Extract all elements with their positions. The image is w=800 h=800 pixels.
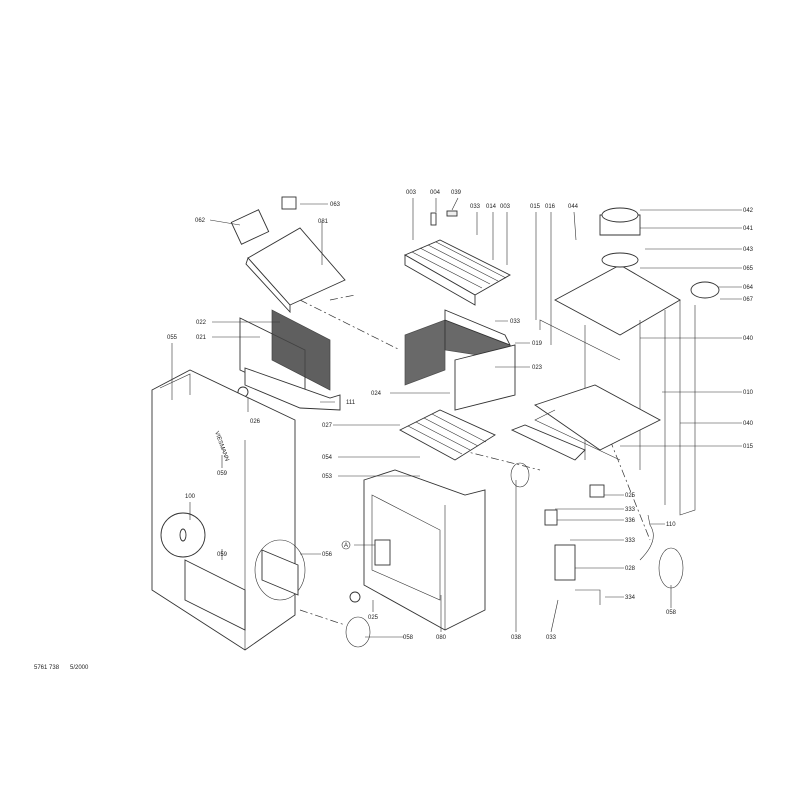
part-label: 015 bbox=[743, 444, 754, 450]
boiler-frame-010 bbox=[534, 207, 720, 516]
part-label: 059 bbox=[217, 471, 228, 477]
part-label: 021 bbox=[196, 335, 207, 341]
part-label: 027 bbox=[322, 423, 333, 429]
part-label: 033 bbox=[510, 319, 521, 325]
part-label: 058 bbox=[666, 610, 677, 616]
part-label: 010 bbox=[743, 390, 754, 396]
part-label: 040 bbox=[743, 421, 754, 427]
part-label: 059 bbox=[217, 552, 228, 558]
part-label: 028 bbox=[625, 566, 636, 572]
part-label: 054 bbox=[322, 455, 333, 461]
part-label: 336 bbox=[625, 518, 636, 524]
part-label: 022 bbox=[196, 320, 207, 326]
part-label: 039 bbox=[451, 190, 462, 196]
heat-exchanger-014 bbox=[403, 210, 511, 306]
part-label: 023 bbox=[532, 365, 543, 371]
part-label: 042 bbox=[743, 208, 754, 214]
part-label: 100 bbox=[185, 494, 196, 500]
part-label: 044 bbox=[568, 204, 579, 210]
part-label: 026 bbox=[250, 419, 261, 425]
part-label: 058 bbox=[403, 635, 414, 641]
assembly-line bbox=[299, 294, 401, 351]
part-label: 040 bbox=[743, 336, 754, 342]
document-number: 5761 738 bbox=[34, 665, 60, 671]
part-label: 038 bbox=[511, 635, 522, 641]
part-label: 334 bbox=[625, 595, 636, 601]
marker-a: A bbox=[344, 543, 348, 549]
part-label: 111 bbox=[346, 400, 356, 406]
part-label: 063 bbox=[330, 202, 341, 208]
part-label: 065 bbox=[743, 266, 754, 272]
part-labels: 063 062 081 022 021 055 111 026 027 003 … bbox=[167, 190, 754, 641]
part-label: 016 bbox=[545, 204, 556, 210]
part-label: 024 bbox=[371, 391, 382, 397]
part-label: 041 bbox=[743, 226, 754, 232]
part-label: 025 bbox=[368, 615, 379, 621]
part-label: 003 bbox=[500, 204, 511, 210]
part-label: 019 bbox=[532, 341, 543, 347]
part-label: 333 bbox=[625, 538, 636, 544]
marker-a-circle bbox=[341, 540, 351, 550]
part-label: 064 bbox=[743, 285, 754, 291]
combustion-chamber-021 bbox=[237, 309, 341, 411]
flue-hood-081 bbox=[230, 196, 346, 314]
part-label: 004 bbox=[430, 190, 441, 196]
part-label: 033 bbox=[470, 204, 481, 210]
part-label: 080 bbox=[436, 635, 447, 641]
inspection-window-056 bbox=[254, 539, 306, 601]
chamber-024 bbox=[404, 309, 516, 411]
part-label: 081 bbox=[318, 219, 329, 225]
front-casing-055: VIESMANN bbox=[151, 369, 296, 651]
part-label: 062 bbox=[195, 218, 206, 224]
part-label: 110 bbox=[666, 522, 676, 528]
part-label: 043 bbox=[743, 247, 754, 253]
part-label: 053 bbox=[322, 474, 333, 480]
gas-valve-028 bbox=[345, 424, 684, 648]
part-label: 067 bbox=[743, 297, 754, 303]
part-label: 333 bbox=[625, 507, 636, 513]
burner-027 bbox=[399, 409, 496, 461]
lower-casing-080 bbox=[349, 469, 486, 631]
part-label: 025 bbox=[625, 493, 636, 499]
part-label: 003 bbox=[406, 190, 417, 196]
document-date: 5/2000 bbox=[70, 665, 89, 671]
part-label: 056 bbox=[322, 552, 333, 558]
part-label: 014 bbox=[486, 204, 497, 210]
part-label: 015 bbox=[530, 204, 541, 210]
part-label: 055 bbox=[167, 335, 178, 341]
part-label: 033 bbox=[546, 635, 557, 641]
